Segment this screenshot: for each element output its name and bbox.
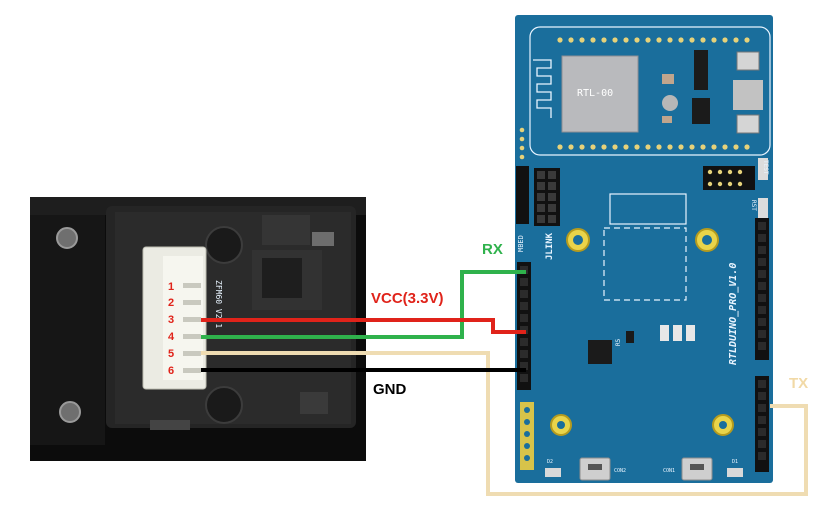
antenna-icon bbox=[533, 59, 552, 118]
mbed-label: MBED bbox=[517, 235, 525, 252]
rst-label: RST bbox=[750, 200, 757, 211]
screw-icon bbox=[59, 401, 81, 423]
rx-label: RX bbox=[482, 241, 503, 258]
pin-5-label: 5 bbox=[168, 348, 174, 360]
rx-wire bbox=[201, 270, 526, 339]
con2-label: CON2 bbox=[614, 468, 626, 474]
rtlduino-board: RTL-00 TEST RST bbox=[515, 15, 773, 483]
pin-6-label: 6 bbox=[168, 365, 174, 377]
vcc-label: VCC(3.3V) bbox=[371, 290, 444, 307]
r5-label: R5 bbox=[615, 338, 622, 346]
jlink-label: JLINK bbox=[545, 232, 555, 260]
d1-label: D1 bbox=[732, 459, 738, 465]
screw-icon bbox=[56, 227, 78, 249]
pin-3-label: 3 bbox=[168, 314, 174, 326]
module-label: RTL-00 bbox=[577, 88, 613, 99]
con1-label: CON1 bbox=[663, 468, 675, 474]
wires bbox=[201, 270, 808, 496]
pin-2-label: 2 bbox=[168, 297, 174, 309]
sensor-silk-text: ZFM60 V2.1 bbox=[214, 280, 223, 328]
test-label: TEST bbox=[762, 160, 769, 175]
d2-label: D2 bbox=[547, 459, 553, 465]
vcc-wire bbox=[201, 318, 526, 334]
tx-wire bbox=[201, 351, 808, 496]
tx-label: TX bbox=[789, 375, 808, 392]
pin-4-label: 4 bbox=[168, 331, 175, 343]
pin-1-label: 1 bbox=[168, 281, 174, 293]
mcu-chip bbox=[588, 340, 612, 364]
gnd-label: GND bbox=[373, 381, 407, 398]
fingerprint-sensor-photo: ZFM60 V2.1 1 2 3 4 5 6 bbox=[30, 197, 366, 461]
board-name: RTLDUINO_PRO_V1.0 bbox=[728, 263, 739, 365]
